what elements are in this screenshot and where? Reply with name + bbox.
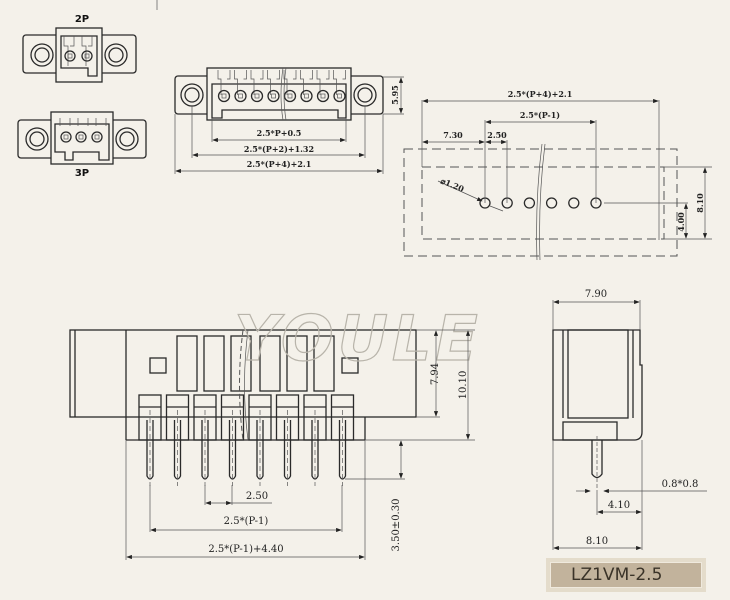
label-3p: 3P xyxy=(75,168,89,179)
dim-pitch-span: 2.5*(P-1) xyxy=(224,516,269,527)
pcb-hole xyxy=(523,197,536,209)
front-pin xyxy=(275,394,300,486)
front-slot xyxy=(313,335,335,392)
pcb-dim-total: 2.5*(P+4)+2.1 xyxy=(508,89,573,99)
front-pin xyxy=(138,394,162,486)
dim-pitch: 2.50 xyxy=(246,491,268,502)
dim-hole-span: 2.5*(P+2)+1.32 xyxy=(244,144,314,154)
side-view: 7.90 0.8*0.8 4.10 8.10 xyxy=(552,289,707,551)
front-pin xyxy=(248,394,272,486)
dim-total-width: 2.5*(P-1)+4.40 xyxy=(208,544,283,555)
front-slot xyxy=(286,335,308,392)
model-label-box: LZ1VM-2.5 xyxy=(546,558,706,592)
model-name: LZ1VM-2.5 xyxy=(550,562,702,588)
pcb-hole xyxy=(568,197,580,209)
front-slot xyxy=(176,335,198,392)
side-dim-width-bottom: 8.10 xyxy=(586,536,608,547)
front-view: YOULE 7.94 10.10 3.50±0.30 2.50 2.5*(P-1… xyxy=(69,301,482,560)
pcb-dim-offset: 7.30 xyxy=(443,130,463,140)
front-pin xyxy=(303,394,327,486)
top-view-contact xyxy=(316,70,330,103)
side-dim-width-top: 7.90 xyxy=(585,289,607,300)
top-view-multipin: 5.95 2.5*P+0.5 2.5*(P+2)+1.32 2.5*(P+4)+… xyxy=(174,67,404,174)
top-view-contact xyxy=(217,70,231,103)
side-dim-pin-size: 0.8*0.8 xyxy=(662,479,699,490)
top-view-contact xyxy=(283,70,297,103)
front-slot xyxy=(259,335,281,392)
top-view-contact xyxy=(250,70,264,103)
dim-height: 5.95 xyxy=(390,85,400,104)
dim-h2: 10.10 xyxy=(458,371,469,400)
top-view-contact xyxy=(234,70,247,103)
front-pin xyxy=(330,394,355,486)
pcb-dim-row-offset: 4.00 xyxy=(676,212,686,232)
connector-2p-top-view: 2P xyxy=(22,14,137,83)
top-view-contact xyxy=(333,70,346,103)
dim-total: 2.5*(P+4)+2.1 xyxy=(247,159,312,169)
front-pin xyxy=(165,394,190,486)
watermark: YOULE xyxy=(234,302,482,375)
dim-h1: 7.94 xyxy=(430,363,441,385)
front-slot xyxy=(203,335,225,392)
pcb-layout: 2.5*(P+4)+2.1 2.5*(P-1) 7.30 2.50 ⌀1.20 … xyxy=(403,89,712,261)
pcb-hole xyxy=(545,197,558,209)
top-view-contact xyxy=(267,70,280,103)
front-pin xyxy=(220,394,245,486)
pcb-dim-pitch-span: 2.5*(P-1) xyxy=(520,110,560,120)
top-view-contact xyxy=(300,70,313,103)
dim-pin-length: 3.50±0.30 xyxy=(391,499,402,552)
label-2p: 2P xyxy=(75,14,89,25)
pcb-dim-depth: 8.10 xyxy=(695,193,705,213)
dim-pin-span: 2.5*P+0.5 xyxy=(257,128,302,138)
front-pin xyxy=(193,394,217,486)
pcb-dim-hole-dia: ⌀1.20 xyxy=(439,176,466,195)
pcb-dim-pitch: 2.50 xyxy=(487,130,507,140)
side-dim-pin-offset: 4.10 xyxy=(608,500,630,511)
front-slot xyxy=(230,335,252,392)
connector-3p-top-view: 3P xyxy=(17,111,147,179)
